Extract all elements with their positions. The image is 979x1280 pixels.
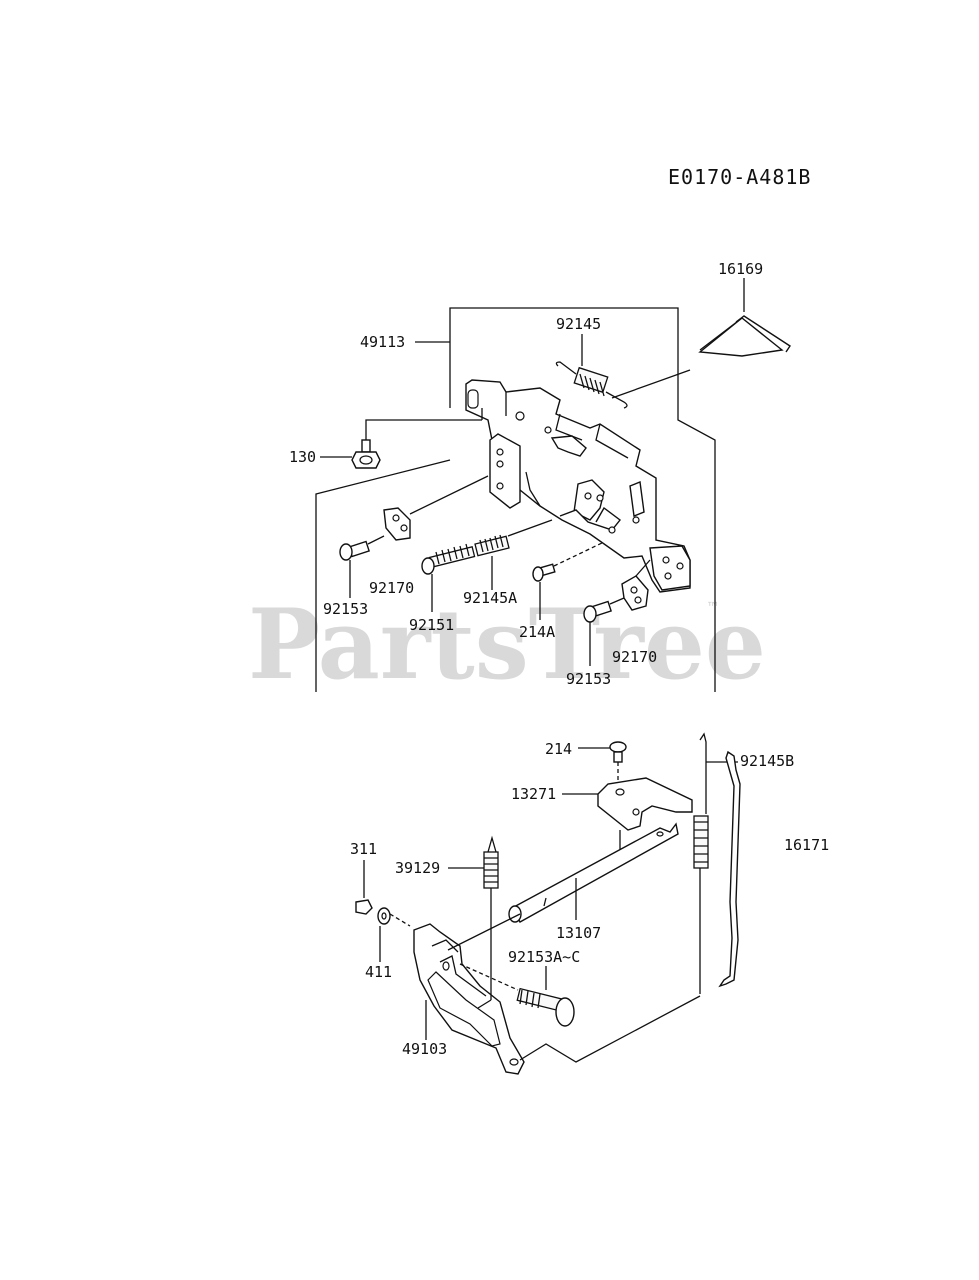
label-311: 311	[350, 840, 377, 858]
label-92170-right: 92170	[612, 648, 657, 666]
label-92145: 92145	[556, 315, 601, 333]
part-13107-shaft	[508, 822, 679, 923]
part-92170-clamp-left	[383, 507, 411, 541]
label-411: 411	[365, 963, 392, 981]
label-13271: 13271	[511, 785, 556, 803]
part-control-plate	[465, 379, 691, 593]
label-92151: 92151	[409, 616, 454, 634]
part-49103-lever	[413, 923, 525, 1075]
part-16169-clip	[698, 315, 791, 357]
part-92153-screw-left	[339, 535, 385, 561]
label-16171: 16171	[784, 836, 829, 854]
label-92153A-C: 92153A~C	[508, 948, 580, 966]
part-311-nut	[355, 860, 373, 915]
part-214A-screw	[532, 541, 605, 582]
watermark: PartsTree	[248, 588, 766, 701]
part-92145B-spring	[693, 732, 709, 994]
part-92153-screw-right	[583, 597, 625, 623]
label-214A: 214A	[519, 623, 555, 641]
part-92151-screw	[421, 543, 476, 575]
label-92153-left: 92153	[323, 600, 368, 618]
part-39129-spring	[483, 835, 499, 910]
part-92145A-spring	[474, 519, 553, 557]
part-16171-rod	[718, 750, 741, 988]
part-92170-clamp-right	[621, 559, 651, 611]
label-49113: 49113	[360, 333, 405, 351]
link-spring-clip	[611, 369, 691, 399]
part-214-screw	[609, 741, 627, 790]
part-side-bracket	[489, 433, 521, 509]
label-49103: 49103	[402, 1040, 447, 1058]
part-130-bolt	[351, 408, 483, 469]
part-92145-spring	[555, 361, 628, 409]
label-92170-left: 92170	[369, 579, 414, 597]
diagram-code: E0170-A481B	[668, 165, 811, 189]
label-92145A: 92145A	[463, 589, 517, 607]
link-clamp-bracket	[409, 475, 489, 515]
label-130: 130	[289, 448, 316, 466]
label-13107: 13107	[556, 924, 601, 942]
label-92153-right: 92153	[566, 670, 611, 688]
label-16169: 16169	[718, 260, 763, 278]
watermark-trademark: ™	[706, 600, 720, 616]
label-39129: 39129	[395, 859, 440, 877]
label-214: 214	[545, 740, 572, 758]
part-411-washer	[377, 907, 411, 962]
part-13271-plate	[597, 777, 693, 852]
lower-link-lines	[447, 910, 701, 1063]
part-92153A-bolt	[459, 963, 575, 1027]
label-92145B: 92145B	[740, 752, 794, 770]
assembly-bracket-lines	[315, 307, 716, 692]
